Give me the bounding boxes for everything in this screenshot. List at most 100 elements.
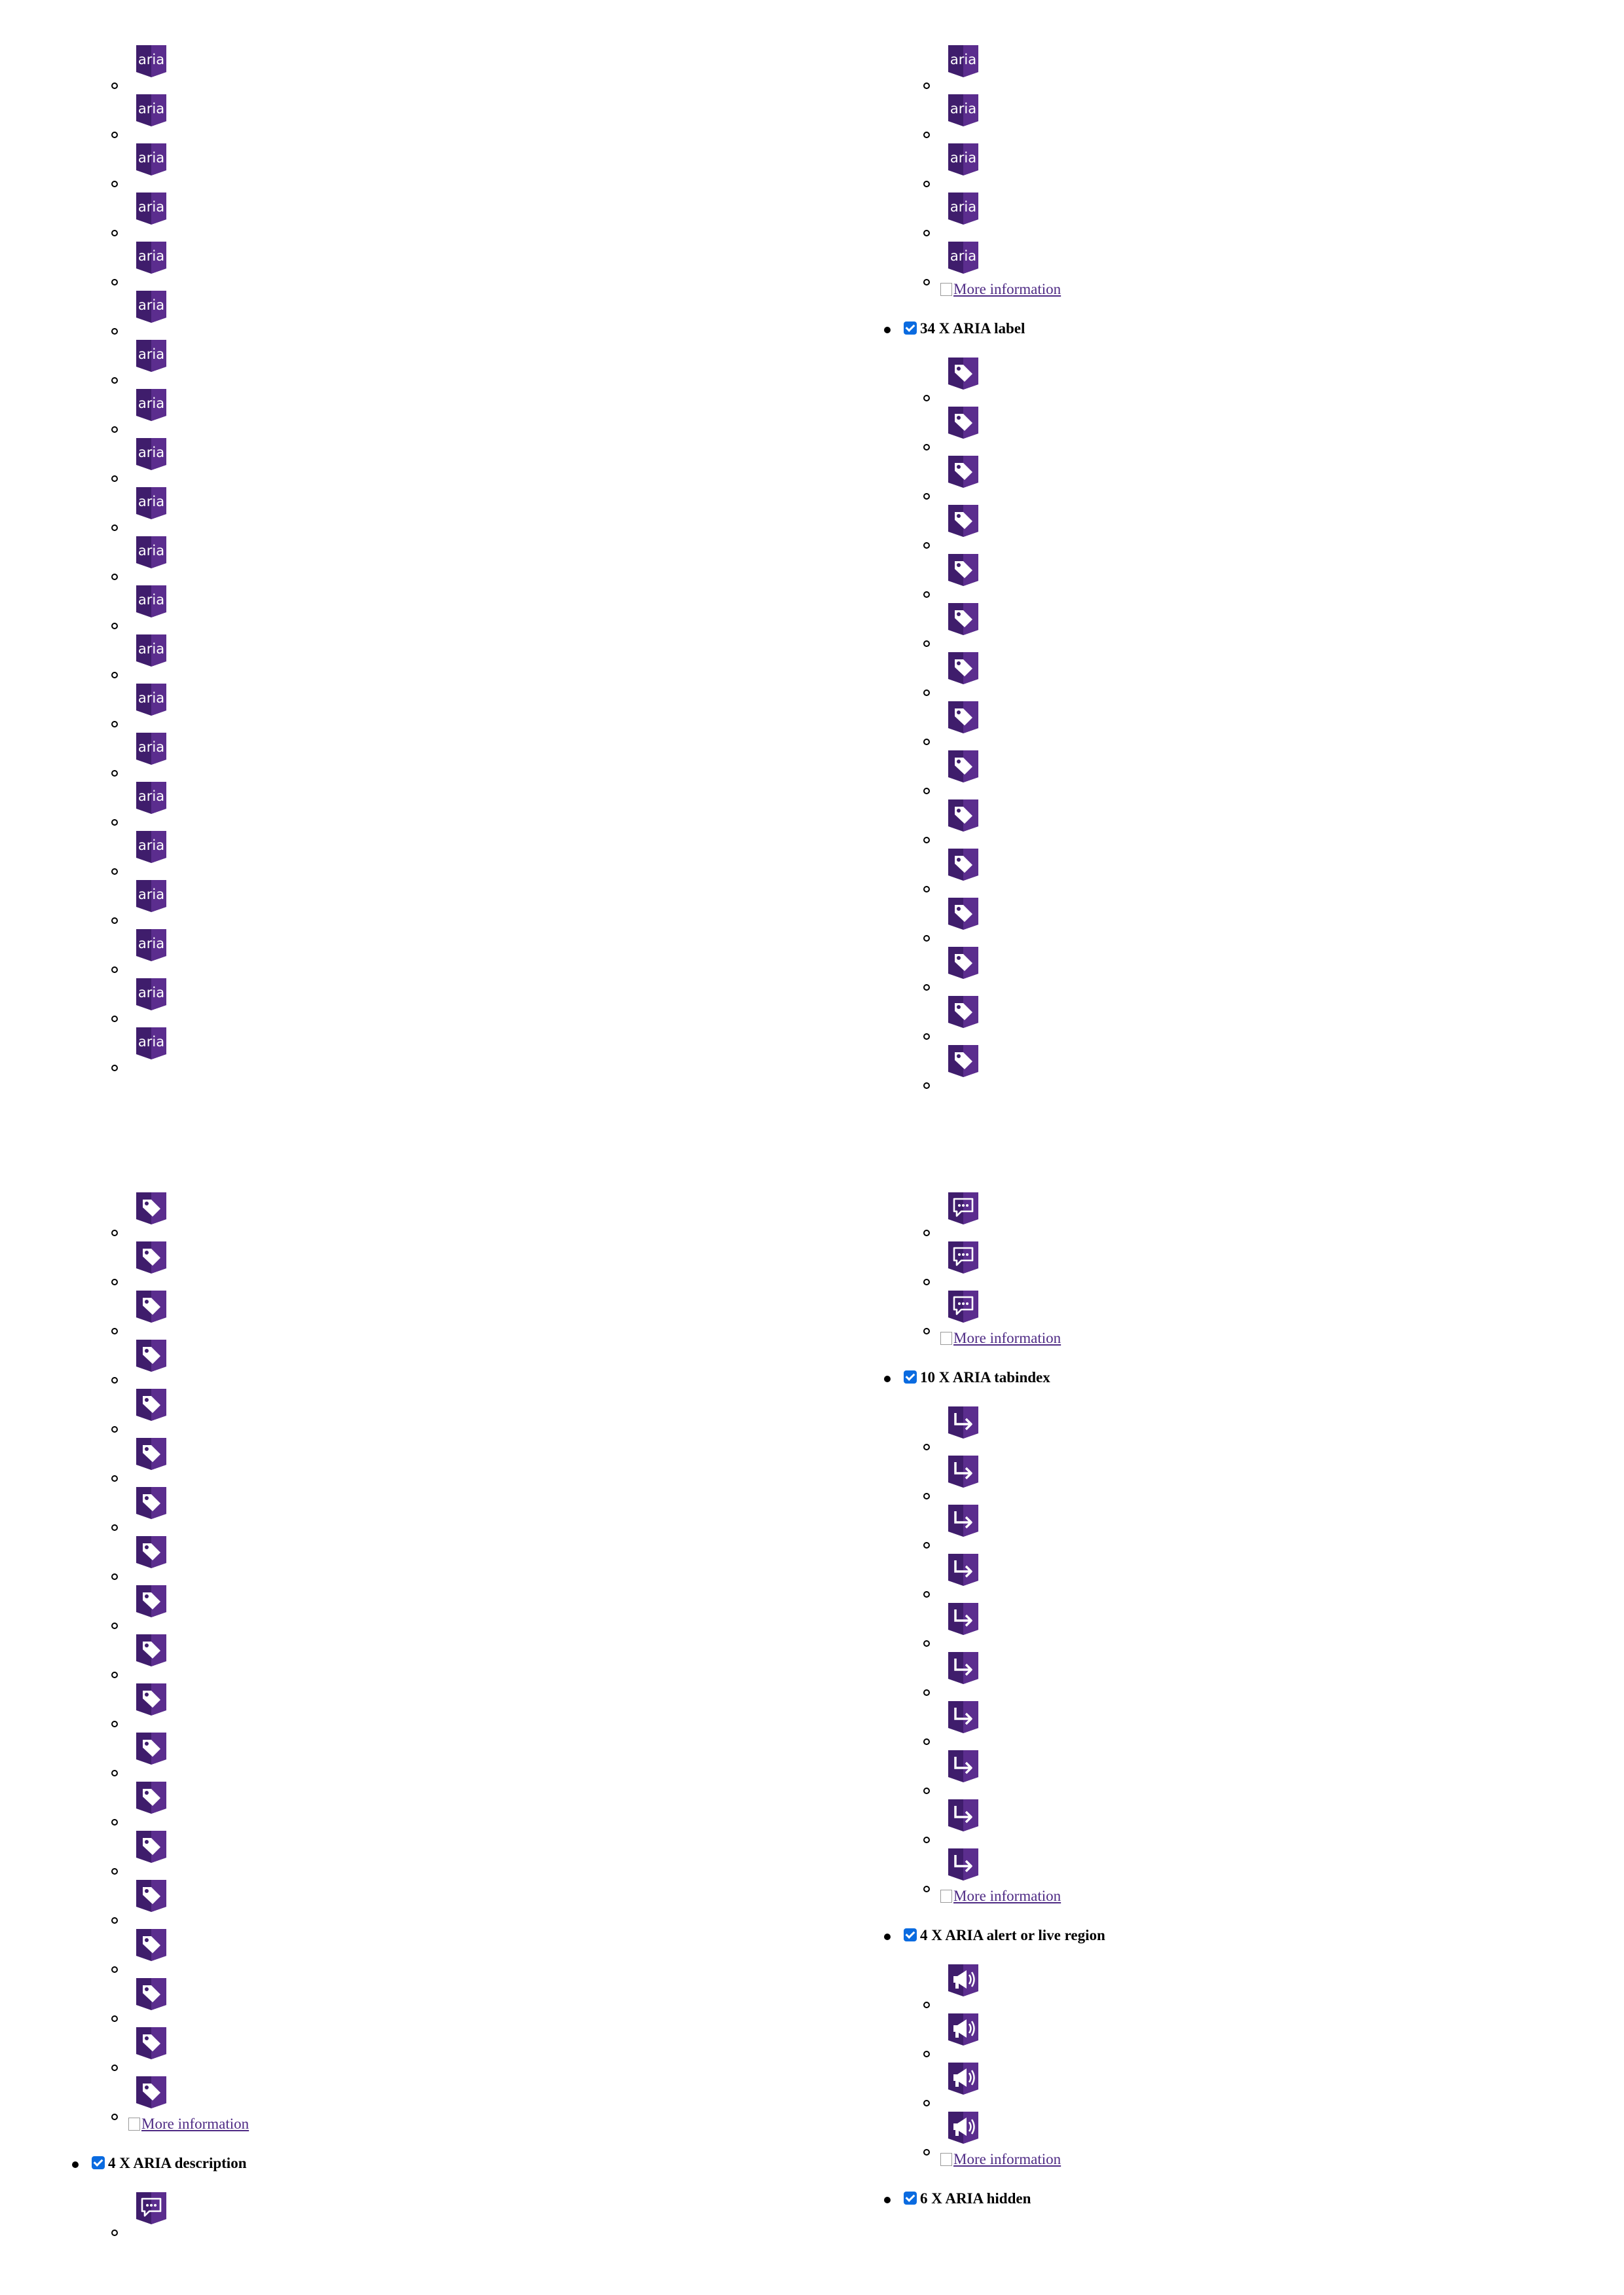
section-checkbox[interactable] [904,2192,917,2205]
list-bullet [923,1444,930,1450]
section-heading: 6 X ARIA hidden [904,2190,1031,2207]
label-tag-icon [134,2025,169,2061]
list-bullet [111,524,118,531]
list-bullet [923,788,930,794]
label-tag-icon [134,1435,169,1472]
list-bullet [111,1524,118,1531]
label-tag-icon [134,1632,169,1668]
more-information-link[interactable]: More information [940,2151,1061,2168]
aria-icon: aria [134,141,169,177]
tabindex-arrow-icon [946,1748,981,1784]
list-bullet [111,721,118,727]
section-checkbox[interactable] [904,1370,917,1384]
label-tag-icon [946,748,981,784]
svg-text:aria: aria [950,199,976,215]
more-information-link[interactable]: More information [940,1330,1061,1347]
list-bullet [923,1279,930,1285]
svg-text:aria: aria [138,1034,164,1050]
label-tag-icon [946,600,981,637]
svg-text:aria: aria [138,395,164,411]
list-bullet [923,1640,930,1647]
section-bullet [884,327,891,333]
aria-icon: aria [134,386,169,423]
list-bullet [923,739,930,745]
list-bullet [111,181,118,187]
list-bullet [923,1788,930,1794]
list-bullet [111,1230,118,1236]
label-tag-icon [946,551,981,588]
svg-text:aria: aria [138,52,164,67]
label-tag-icon [134,1877,169,1914]
list-bullet [923,279,930,285]
list-bullet [923,935,930,942]
section-label: 34 X ARIA label [920,320,1025,337]
list-bullet [111,1966,118,1973]
aria-icon: aria [134,239,169,276]
list-bullet [923,493,930,500]
broken-image-icon [940,1332,952,1345]
list-bullet [111,1065,118,1071]
list-bullet [923,444,930,450]
list-bullet [923,1738,930,1745]
list-bullet [111,1426,118,1433]
list-bullet [111,1475,118,1482]
list-bullet [923,640,930,647]
list-bullet [923,2100,930,2106]
list-bullet [111,1016,118,1022]
svg-text:aria: aria [138,199,164,215]
list-bullet [111,328,118,335]
tabindex-arrow-icon [946,1649,981,1686]
label-tag-icon [946,993,981,1030]
list-bullet [111,770,118,777]
list-bullet [923,542,930,549]
more-information-link[interactable]: More information [940,1888,1061,1905]
tabindex-arrow-icon [946,1698,981,1735]
section-label: 10 X ARIA tabindex [920,1369,1050,1386]
tabindex-arrow-icon [946,1600,981,1637]
more-information-link[interactable]: More information [128,2116,249,2133]
aria-icon: aria [134,583,169,619]
aria-icon: aria [134,927,169,963]
svg-text:aria: aria [138,494,164,509]
more-information-text: More information [953,2151,1061,2167]
list-bullet [923,689,930,696]
svg-text:aria: aria [950,101,976,117]
list-bullet [923,1230,930,1236]
aria-icon: aria [134,534,169,570]
live-region-megaphone-icon [946,2011,981,2047]
section-bullet [884,2197,891,2203]
section-checkbox[interactable] [904,321,917,335]
tabindex-arrow-icon [946,1551,981,1588]
label-tag-icon [134,1386,169,1423]
list-bullet [111,1377,118,1384]
list-bullet [923,1542,930,1549]
more-information-link[interactable]: More information [940,281,1061,298]
label-tag-icon [134,2074,169,2110]
list-bullet [111,1573,118,1580]
list-bullet [111,132,118,138]
label-tag-icon [134,1828,169,1865]
list-bullet [111,917,118,924]
svg-text:aria: aria [138,936,164,951]
aria-icon: aria [134,730,169,767]
aria-icon: aria [946,92,981,128]
list-bullet [111,83,118,89]
list-bullet [923,2002,930,2008]
aria-icon: aria [134,779,169,816]
section-checkbox[interactable] [904,1928,917,1941]
list-bullet [111,1672,118,1678]
section-checkbox[interactable] [92,2156,105,2169]
label-tag-icon [946,650,981,686]
section-heading: 4 X ARIA alert or live region [904,1927,1105,1944]
svg-text:aria: aria [138,788,164,804]
list-bullet [923,1591,930,1598]
list-bullet [111,377,118,384]
aria-icon: aria [134,828,169,865]
section-label: 4 X ARIA description [108,2155,247,2171]
label-tag-icon [134,1583,169,1619]
list-bullet [111,1917,118,1924]
list-bullet [111,819,118,826]
label-tag-icon [946,453,981,490]
label-tag-icon [946,355,981,392]
list-bullet [923,395,930,401]
